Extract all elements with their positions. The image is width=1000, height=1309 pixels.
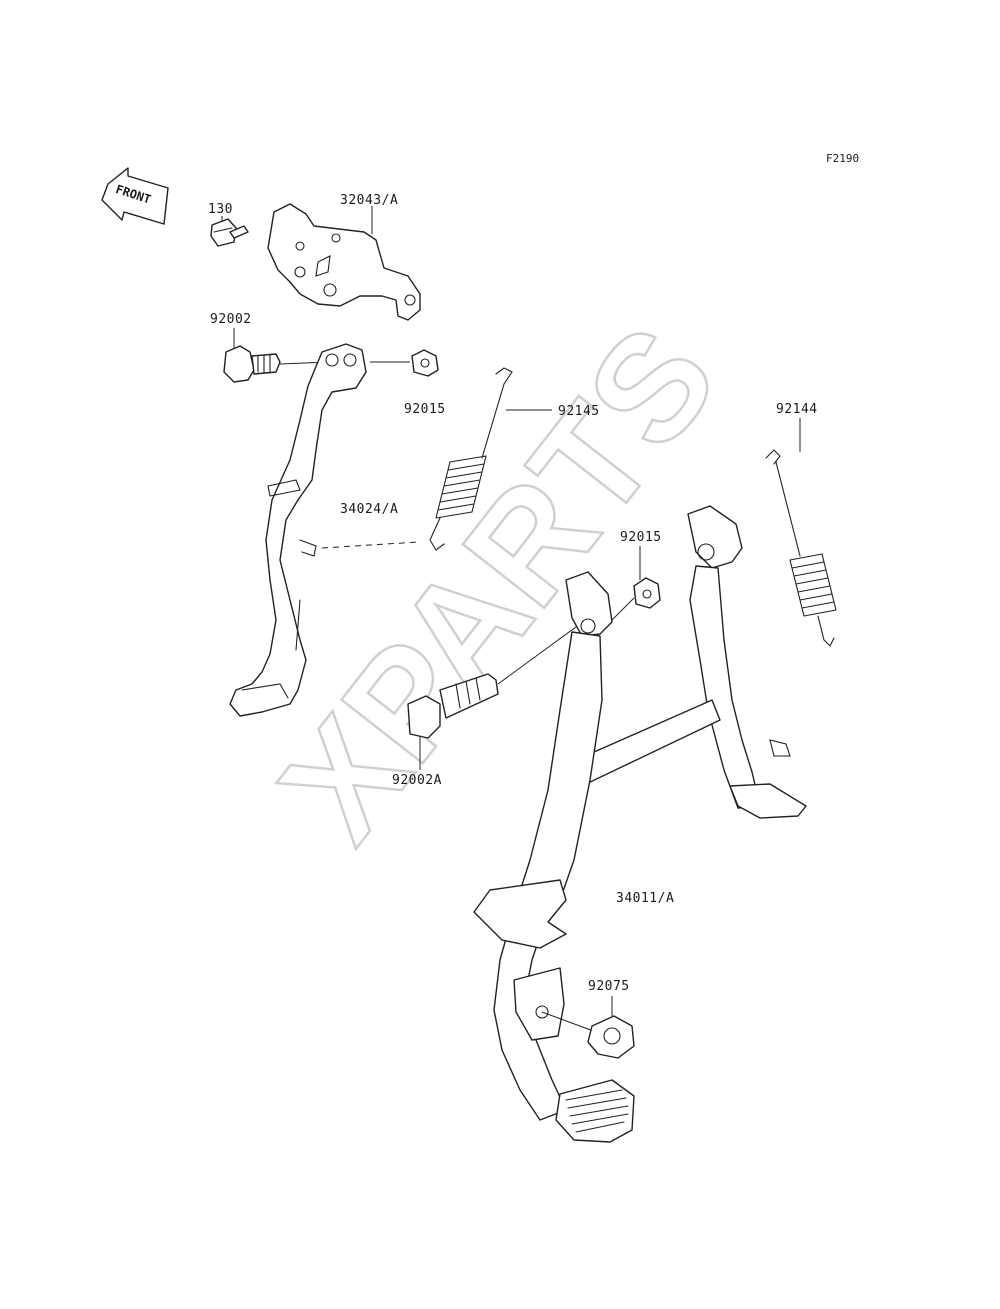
side-stand-34024a-icon — [229, 343, 367, 717]
part-label-92002: 92002 — [210, 312, 252, 327]
spring-92145-icon — [429, 367, 552, 551]
part-label-92144: 92144 — [776, 402, 818, 417]
part-label-92002a: 92002A — [392, 773, 442, 788]
part-label-92075: 92075 — [588, 979, 630, 994]
part-label-92145: 92145 — [558, 404, 600, 419]
part-label-34024a: 34024/A — [340, 502, 398, 517]
part-label-92015-upper: 92015 — [404, 402, 446, 417]
pivot-bolt-92002a-icon — [407, 623, 581, 770]
front-arrow-icon: FRONT — [101, 167, 169, 225]
spring-92144-icon — [765, 418, 837, 647]
part-label-34011a: 34011/A — [616, 891, 674, 906]
nut-92015-upper-icon — [370, 349, 439, 377]
part-label-92015-lower: 92015 — [620, 530, 662, 545]
bolt-130-icon — [210, 216, 249, 247]
rubber-92075-icon — [587, 996, 635, 1059]
side-stand-spring-link — [321, 541, 419, 549]
nut-92015-lower-icon — [611, 546, 661, 621]
bracket-32043a-icon — [267, 203, 421, 321]
part-label-130: 130 — [208, 202, 233, 217]
part-label-32043a: 32043/A — [340, 193, 398, 208]
figure-code: F2190 — [826, 152, 859, 165]
center-stand-34011a-icon — [473, 505, 807, 1143]
